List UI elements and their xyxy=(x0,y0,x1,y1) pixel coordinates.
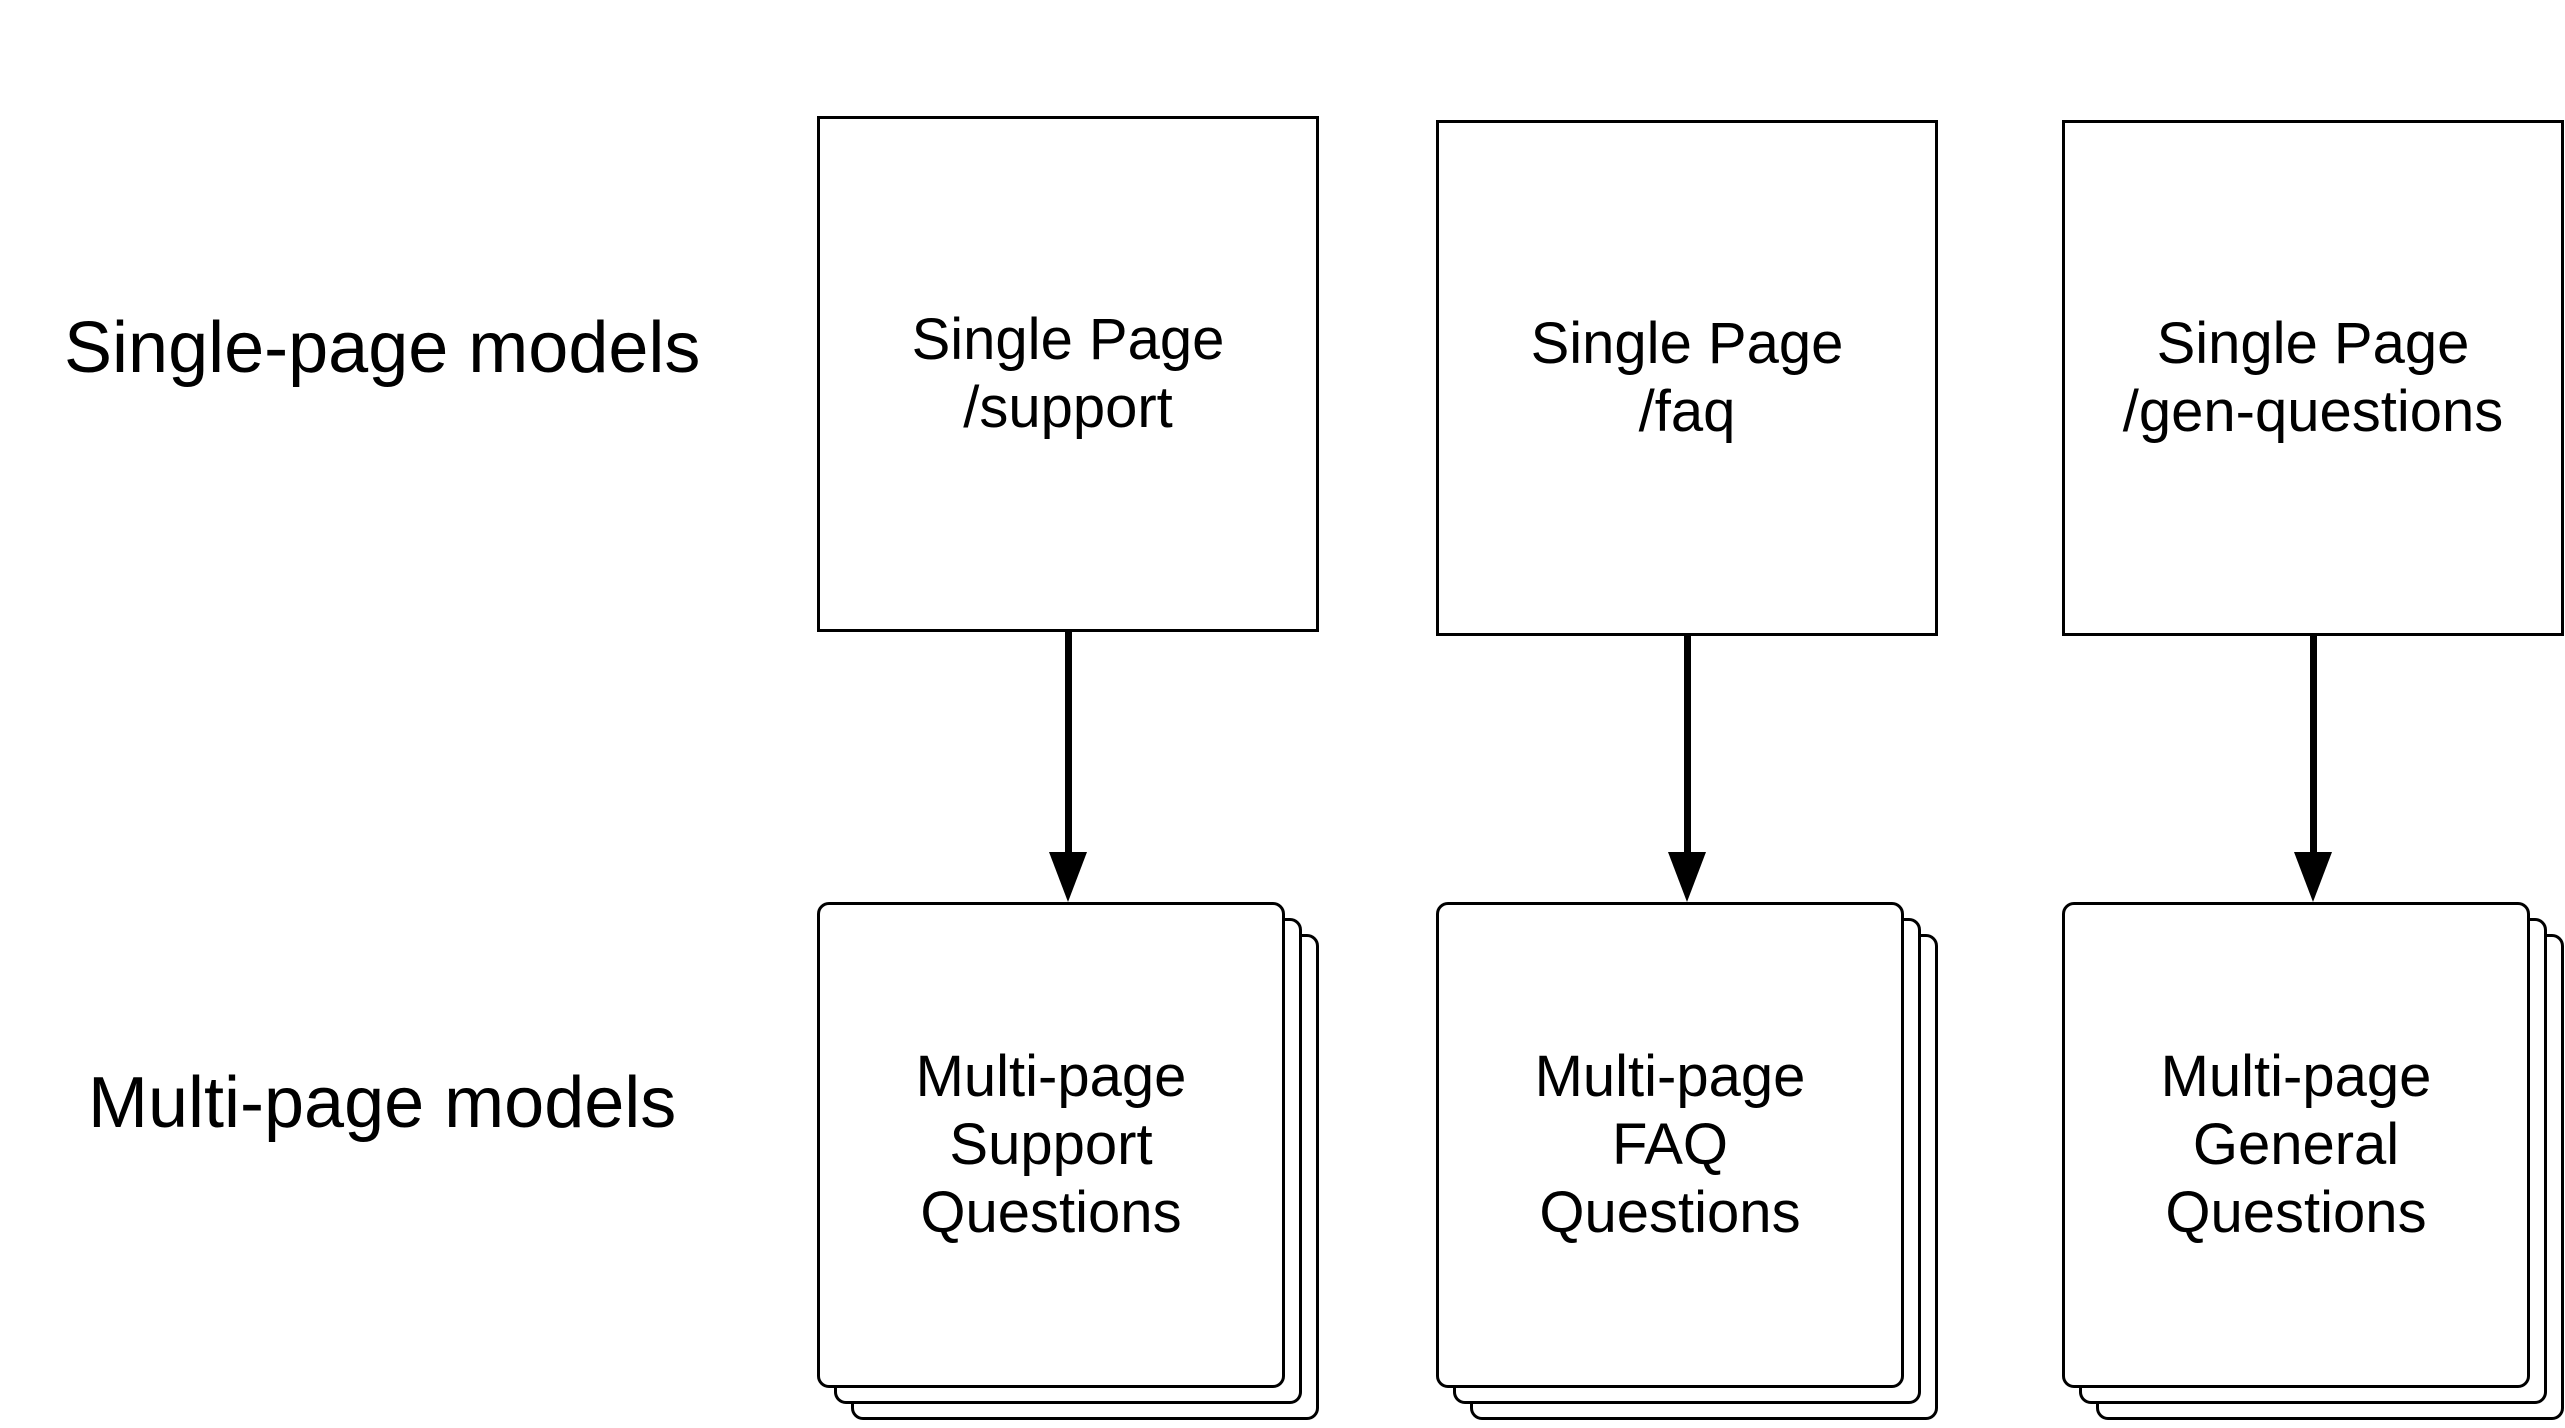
single-page-support-route: /support xyxy=(963,375,1173,440)
multi-page-support-questions: Questions xyxy=(920,1180,1182,1245)
support-arrow-head xyxy=(1049,852,1087,902)
multi-page-support-title: Multi-page xyxy=(915,1044,1187,1109)
single-page-faq-box: Single Page /faq xyxy=(1436,120,1938,636)
multi-page-general-topic: General xyxy=(2192,1112,2400,1177)
support-arrow-shaft xyxy=(1065,632,1072,852)
multi-page-faq-questions: Questions xyxy=(1539,1180,1801,1245)
multi-page-row-label: Multi-page models xyxy=(88,1063,677,1143)
multi-page-support-topic: Support xyxy=(949,1112,1153,1177)
multi-page-faq-box: Multi-page FAQ Questions xyxy=(1436,902,1904,1388)
single-page-gen-questions-title: Single Page xyxy=(2156,311,2470,376)
single-page-faq-title: Single Page xyxy=(1530,311,1844,376)
single-page-row-label: Single-page models xyxy=(64,308,701,388)
multi-page-general-box: Multi-page General Questions xyxy=(2062,902,2530,1388)
single-page-faq-route: /faq xyxy=(1638,379,1736,444)
multi-page-faq-title: Multi-page xyxy=(1534,1044,1806,1109)
faq-arrow-shaft xyxy=(1684,636,1691,852)
gen-questions-arrow-head xyxy=(2294,852,2332,902)
multi-page-faq-topic: FAQ xyxy=(1611,1112,1729,1177)
single-page-support-box: Single Page /support xyxy=(817,116,1319,632)
faq-arrow-head xyxy=(1668,852,1706,902)
multi-page-general-questions: Questions xyxy=(2165,1180,2427,1245)
single-page-support-title: Single Page xyxy=(911,307,1225,372)
single-page-gen-questions-route: /gen-questions xyxy=(2122,379,2504,444)
gen-questions-arrow-shaft xyxy=(2310,636,2317,852)
single-page-gen-questions-box: Single Page /gen-questions xyxy=(2062,120,2564,636)
multi-page-support-box: Multi-page Support Questions xyxy=(817,902,1285,1388)
multi-page-general-title: Multi-page xyxy=(2160,1044,2432,1109)
